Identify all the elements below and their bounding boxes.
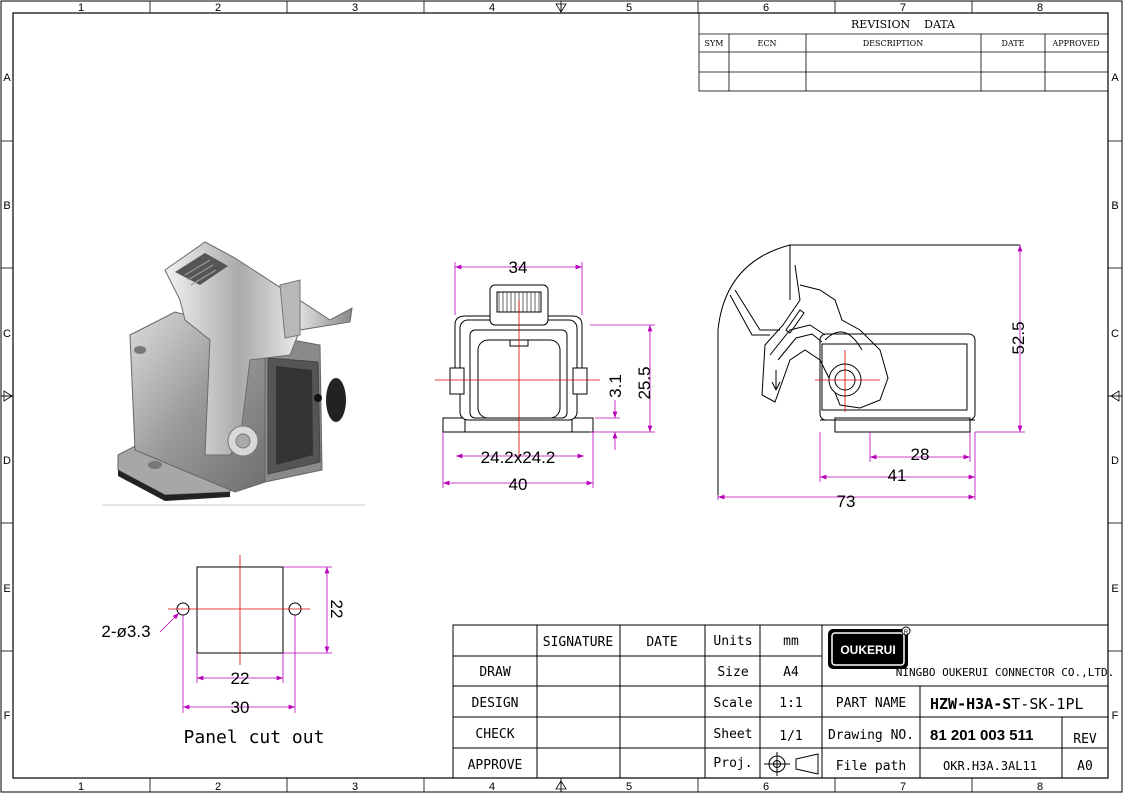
revision-title: REVISION DATA [851,18,956,31]
col-label-3: 3 [352,2,358,14]
title-row-approve: APPROVE [468,758,523,773]
title-row-draw: DRAW [479,665,510,680]
col-label-1-bottom: 1 [78,781,84,793]
row-label-e: E [3,583,10,595]
drawing-no-label: Drawing NO. [828,728,914,743]
file-path-value: OKR.H3A.3AL11 [943,759,1037,773]
proj-label: Proj. [713,756,752,771]
side-d2-dim: 41 [888,466,907,485]
cutout-caption: Panel cut out [184,727,325,748]
sheet-label: Sheet [713,727,752,742]
third-angle-projection-icon [764,752,819,776]
sheet-value: 1/1 [779,729,802,744]
row-label-c-right: C [1111,328,1119,340]
col-label-8-bottom: 8 [1037,781,1043,793]
svg-text:R: R [904,630,909,636]
panel-cutout: 2-ø3.3 22 22 30 Panel cut out [101,555,346,748]
file-path-label: File path [836,759,906,774]
row-label-b: B [3,200,10,212]
row-label-f-right: F [1112,710,1119,722]
front-offset-dim: 3.1 [606,374,625,398]
border-column-labels: 1 2 3 4 5 6 7 8 1 2 3 4 5 6 7 8 [78,2,1043,793]
title-col-signature: SIGNATURE [543,635,613,650]
revision-header-date: DATE [1002,39,1025,48]
border-row-labels: A B C D E F A B C D E F [3,72,1119,722]
revision-table: REVISION DATA SYM ECN DESCRIPTION DATE A… [698,12,1109,92]
front-view: 34 24.2x24.2 40 25.5 3.1 [435,258,655,494]
size-label: Size [717,665,748,680]
row-label-f: F [4,710,11,722]
row-label-b-right: B [1111,200,1118,212]
col-label-8: 8 [1037,2,1043,14]
revision-header-approved: APPROVED [1051,39,1099,48]
row-label-d: D [3,455,11,467]
side-total-dim: 73 [837,492,856,511]
col-label-4: 4 [489,2,495,14]
cutout-width-dim: 22 [231,669,250,688]
part-name-label: PART NAME [836,696,906,711]
scale-value: 1:1 [779,696,802,711]
col-label-6: 6 [763,2,769,14]
col-label-7: 7 [900,2,906,14]
side-view: 52.5 28 41 73 [717,244,1028,511]
units-value: mm [783,634,799,649]
units-label: Units [713,634,752,649]
row-label-c: C [3,328,11,340]
col-label-4-bottom: 4 [489,781,495,793]
title-row-design: DESIGN [472,696,519,711]
col-label-3-bottom: 3 [352,781,358,793]
front-width-dim: 34 [509,258,528,277]
col-label-7-bottom: 7 [900,781,906,793]
drawing-no-value: 81 201 003 511 [930,727,1033,744]
rev-label: REV [1073,732,1097,747]
row-label-a-right: A [1111,72,1119,84]
size-value: A4 [783,665,799,680]
product-render [102,241,365,506]
col-label-2-bottom: 2 [215,781,221,793]
title-row-check: CHECK [475,727,514,742]
col-label-2: 2 [215,2,221,14]
title-col-date: DATE [646,635,677,650]
row-label-a: A [3,72,11,84]
company-name: NINGBO OUKERUI CONNECTOR CO.,LTD. [896,666,1115,679]
front-base-dim: 40 [509,475,528,494]
cutout-height-dim: 22 [327,600,346,619]
svg-text:OUKERUI: OUKERUI [840,643,895,657]
row-label-d-right: D [1111,455,1119,467]
col-label-1: 1 [78,2,84,14]
title-block: SIGNATURE DATE DRAW DESIGN CHECK APPROVE… [452,624,1115,779]
rev-value: A0 [1077,759,1093,774]
side-d1-dim: 28 [911,445,930,464]
cutout-holes-dim: 2-ø3.3 [101,622,150,641]
col-label-5: 5 [626,2,632,14]
revision-header-sym: SYM [705,39,724,48]
side-height-dim: 52.5 [1009,321,1028,354]
col-label-6-bottom: 6 [763,781,769,793]
front-height-dim: 25.5 [635,366,654,399]
revision-header-ecn: ECN [758,39,777,48]
row-label-e-right: E [1111,583,1118,595]
cutout-pitch-dim: 30 [231,698,250,717]
front-opening-dim: 24.2x24.2 [481,448,556,467]
part-name-value: HZW-H3A-ST-SK-1PL [930,695,1084,713]
col-label-5-bottom: 5 [626,781,632,793]
oukerui-logo: OUKERUI R [828,626,911,669]
revision-header-description: DESCRIPTION [863,39,923,48]
scale-label: Scale [713,696,752,711]
